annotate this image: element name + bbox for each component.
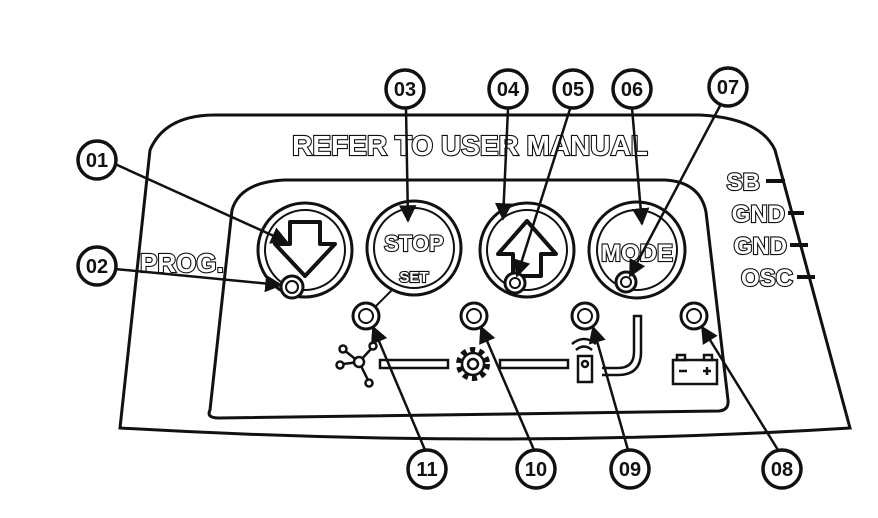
up-button[interactable] bbox=[478, 201, 576, 299]
led-remote bbox=[570, 301, 600, 331]
callout-08: 08 bbox=[761, 448, 803, 490]
led-battery bbox=[679, 301, 709, 331]
arrow-06 bbox=[630, 107, 650, 226]
arrow-05 bbox=[513, 108, 572, 278]
stop-to-led-connector bbox=[375, 289, 393, 307]
svg-text:08: 08 bbox=[771, 459, 793, 481]
svg-text:10: 10 bbox=[525, 459, 547, 481]
svg-text:04: 04 bbox=[497, 79, 520, 101]
svg-text:07: 07 bbox=[717, 77, 739, 99]
callout-05: 05 bbox=[552, 68, 594, 110]
remote-control-icon bbox=[571, 337, 597, 384]
callout-07: 07 bbox=[707, 66, 749, 108]
arrow-04 bbox=[494, 108, 513, 221]
svg-text:05: 05 bbox=[562, 79, 584, 101]
callout-04: 04 bbox=[487, 68, 529, 110]
terminal-osc-label: OSC bbox=[741, 265, 793, 292]
terminal-labels: SB GND GND OSC bbox=[726, 168, 815, 293]
set-label: SET bbox=[399, 269, 428, 286]
svg-text:03: 03 bbox=[394, 79, 416, 101]
callout-10: 10 bbox=[515, 448, 557, 490]
arrow-10 bbox=[479, 325, 536, 451]
down-arrow-icon bbox=[273, 220, 337, 278]
battery-icon bbox=[671, 353, 719, 386]
terminal-gnd2-label: GND bbox=[734, 233, 787, 260]
svg-text:11: 11 bbox=[416, 459, 437, 481]
arrow-03 bbox=[398, 107, 417, 223]
prog-led bbox=[279, 274, 305, 300]
svg-text:02: 02 bbox=[86, 256, 108, 278]
svg-text:01: 01 bbox=[86, 150, 108, 172]
svg-text:09: 09 bbox=[619, 459, 641, 481]
callout-09: 09 bbox=[609, 448, 651, 490]
svg-text:06: 06 bbox=[621, 79, 643, 101]
arrow-07 bbox=[628, 103, 723, 278]
callout-06: 06 bbox=[611, 68, 653, 110]
gear-icon bbox=[456, 347, 490, 381]
terminal-sb-label: SB bbox=[727, 169, 760, 196]
callout-01: 01 bbox=[76, 139, 118, 181]
arrow-11 bbox=[371, 325, 427, 451]
terminal-gnd1-label: GND bbox=[732, 201, 785, 228]
arrow-09 bbox=[588, 325, 630, 451]
callout-02: 02 bbox=[76, 245, 118, 287]
arrow-01 bbox=[114, 162, 289, 244]
stop-label: STOP bbox=[384, 231, 444, 256]
callout-arrows bbox=[114, 103, 780, 451]
up-led bbox=[503, 271, 527, 295]
arrow-02 bbox=[114, 267, 283, 293]
mode-led bbox=[614, 270, 638, 294]
arrow-08 bbox=[700, 325, 780, 451]
topology-icon bbox=[335, 341, 378, 388]
refer-to-user-manual-label: REFER TO USER MANUAL bbox=[292, 130, 648, 161]
callout-11: 11 bbox=[406, 448, 448, 490]
callout-03: 03 bbox=[384, 68, 426, 110]
led-gear bbox=[459, 301, 489, 331]
led-topology bbox=[351, 301, 381, 331]
stop-set-button[interactable]: STOP SET bbox=[365, 199, 463, 297]
